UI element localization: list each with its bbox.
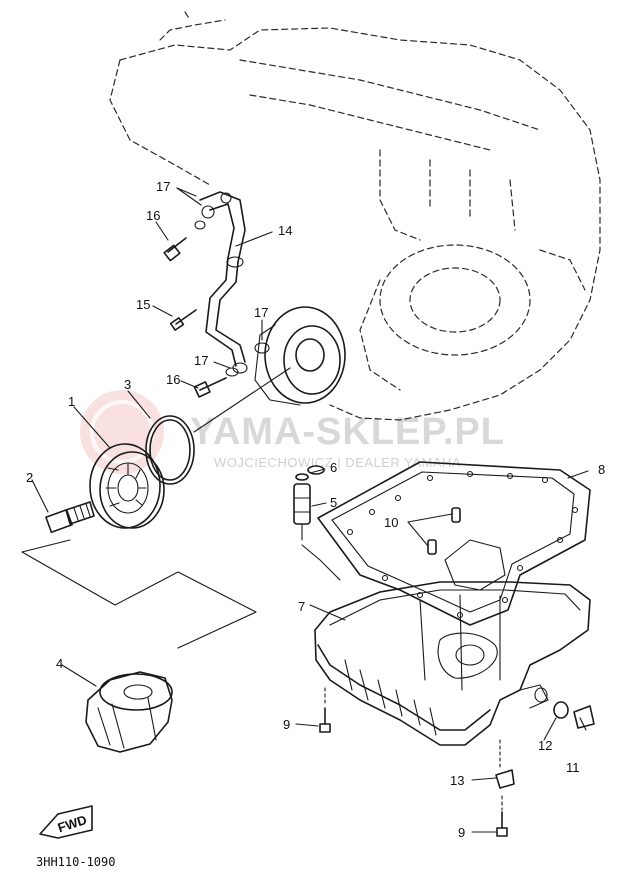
callout-3: 3 (124, 377, 131, 392)
callout-13: 13 (450, 773, 464, 788)
callout-11: 11 (566, 760, 580, 775)
relief-valve-guide-line (301, 544, 341, 581)
oil-filter-union-bolt (45, 501, 95, 534)
oil-filter-cover (89, 443, 165, 529)
oil-pan (314, 581, 591, 746)
cable-clamp (495, 739, 515, 789)
assembly-reference-lines (21, 539, 257, 649)
callout-2: 2 (26, 470, 33, 485)
callout-16-lower: 16 (166, 372, 180, 387)
watermark-subtitle: WOJCIECHOWICZ | DEALER YAMAHA (214, 455, 461, 470)
callout-4: 4 (56, 656, 63, 671)
watermark: YAMA-SKLEP.PL WOJCIECHOWICZ | DEALER YAM… (80, 390, 505, 474)
drain-bolt (573, 705, 595, 731)
callout-6: 6 (330, 460, 337, 475)
callout-5: 5 (330, 495, 337, 510)
watermark-title: YAMA-SKLEP.PL (190, 411, 505, 453)
callout-10: 10 (384, 515, 398, 530)
leader-lines (31, 187, 589, 833)
callout-17-right: 17 (254, 305, 268, 320)
callout-17-top: 17 (156, 179, 170, 194)
callout-1: 1 (68, 394, 75, 409)
callout-15: 15 (136, 297, 150, 312)
callout-8: 8 (598, 462, 605, 477)
forward-direction-arrow: FWD (39, 805, 93, 839)
filter-mount-boss (254, 306, 346, 406)
oil-pan-bolt-lower (496, 795, 508, 837)
callout-7: 7 (298, 599, 305, 614)
dowel-pins (427, 507, 461, 555)
callout-14: 14 (278, 223, 292, 238)
o-ring (145, 415, 195, 485)
relief-valve (293, 473, 311, 541)
oil-delivery-pipe (199, 191, 248, 374)
assembly-line (193, 367, 291, 433)
relief-valve-o-ring (307, 465, 325, 475)
union-bolts (163, 237, 227, 398)
part-callouts: 1 2 3 4 5 6 7 8 9 9 10 11 12 13 14 15 16… (26, 179, 605, 840)
drain-washer (553, 701, 569, 719)
callout-9-lower: 9 (458, 825, 465, 840)
copper-washers (194, 220, 270, 377)
callout-9-upper: 9 (283, 717, 290, 732)
engine-block-outline (109, 11, 601, 421)
callout-17-mid: 17 (194, 353, 208, 368)
callout-12: 12 (538, 738, 552, 753)
diagram-code: 3HH110-1090 (36, 855, 115, 869)
oil-filter-cartridge (85, 671, 173, 753)
oil-pan-bolt-upper (319, 687, 331, 733)
callout-16-upper: 16 (146, 208, 160, 223)
